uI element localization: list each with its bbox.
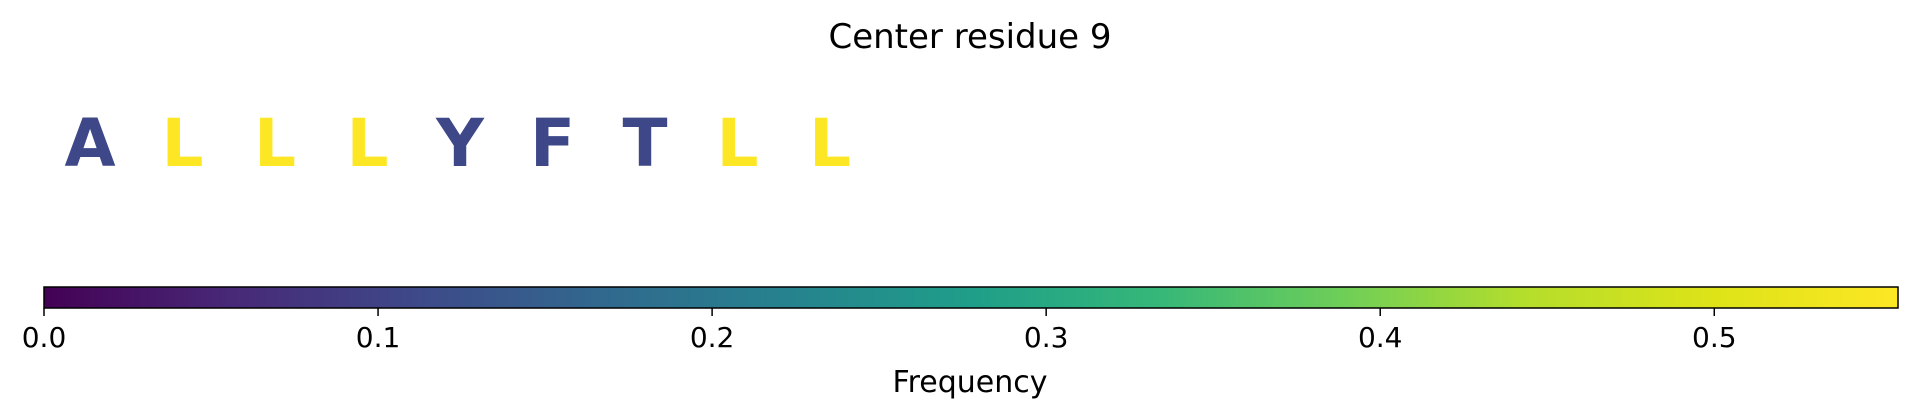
colorbar-tick-label: 0.4 <box>1358 321 1403 354</box>
colorbar-ticks: 0.0 0.1 0.2 0.3 0.4 0.5 <box>22 308 1737 354</box>
colorbar-tick-label: 0.5 <box>1692 321 1737 354</box>
residue-letter: F <box>530 105 575 182</box>
colorbar-tick-label: 0.3 <box>1024 321 1069 354</box>
residue-letter: L <box>254 105 296 182</box>
residue-letter: Y <box>435 105 485 182</box>
residue-letter: L <box>809 105 851 182</box>
residue-letter: L <box>161 105 203 182</box>
residue-letter: L <box>346 105 388 182</box>
residue-letter: T <box>622 105 667 182</box>
colorbar-label: Frequency <box>893 365 1048 400</box>
residue-letter: L <box>716 105 758 182</box>
colorbar-tick-label: 0.1 <box>356 321 401 354</box>
colorbar <box>43 286 1899 309</box>
chart-title: Center residue 9 <box>828 17 1111 57</box>
residue-letter: A <box>64 105 115 182</box>
colorbar-tick-label: 0.0 <box>22 321 67 354</box>
colorbar-tick-label: 0.2 <box>690 321 735 354</box>
